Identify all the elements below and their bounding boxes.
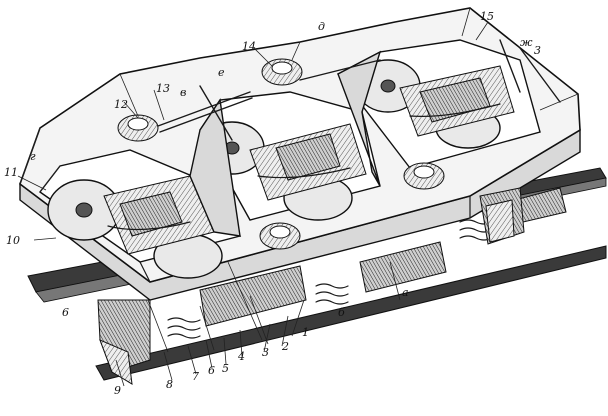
callout-4: 4	[237, 350, 245, 363]
end-beam	[97, 187, 525, 385]
callout-14: 14	[242, 40, 256, 53]
callout-d: д	[318, 20, 325, 33]
cross-beams	[139, 50, 471, 283]
linkages	[157, 39, 561, 141]
callout-5: 5	[222, 362, 229, 375]
callout-10: 10	[6, 234, 20, 247]
callout-a: а	[402, 286, 409, 299]
side-bearers	[117, 58, 445, 250]
callout-b: б	[338, 306, 345, 319]
callout-3: 3	[262, 346, 269, 359]
callout-e: е	[218, 66, 225, 79]
callout-7: 7	[192, 370, 199, 383]
callout-v: в	[180, 86, 186, 99]
wheelsets	[47, 59, 501, 279]
callout-g: г	[30, 150, 36, 163]
callout-8: 8	[166, 378, 173, 391]
callout-12: 12	[114, 98, 128, 111]
callout-1: 1	[302, 326, 309, 339]
callout-6: 6	[208, 364, 215, 377]
detail-lines	[19, 7, 579, 353]
leader-lines	[17, 21, 489, 387]
callout-star: ж	[520, 36, 533, 49]
callout-15: 15	[480, 10, 494, 23]
callout-11: 11	[4, 166, 18, 179]
callout-6-left: 6	[62, 306, 69, 319]
traction-motors	[103, 65, 515, 255]
callout-9: 9	[114, 384, 121, 397]
callout-2: 2	[281, 340, 289, 353]
callout-13: 13	[156, 82, 170, 95]
callouts: 1 2 3 4 5 6 7 8 9 10 11 12 13 14 15 а б …	[4, 10, 541, 397]
callout-3-right: 3	[534, 44, 541, 57]
